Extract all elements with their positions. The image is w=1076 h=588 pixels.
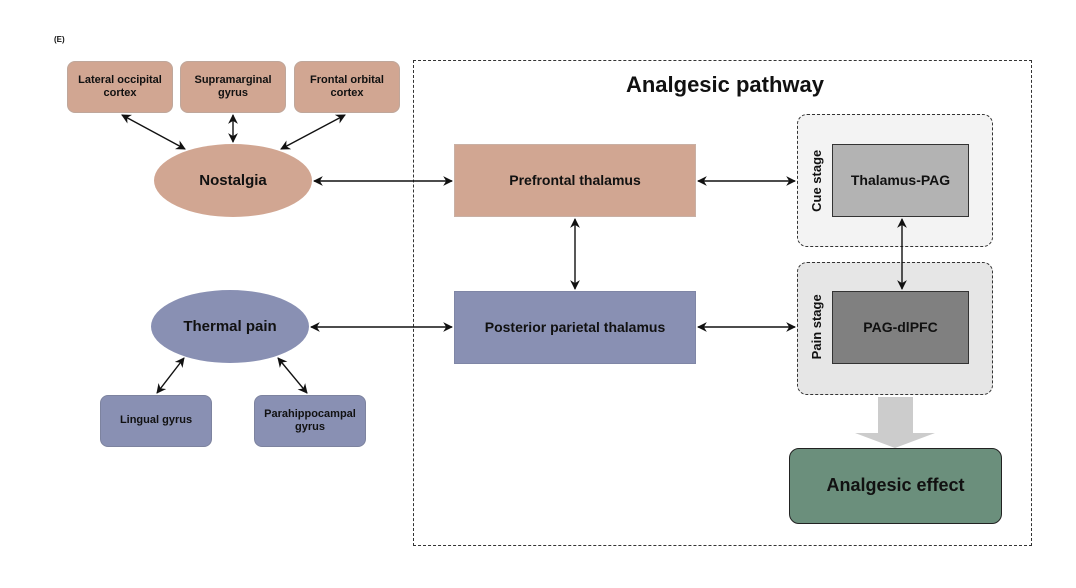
node-label: Lingual gyrus	[119, 414, 193, 427]
node-parahippocampal-gyrus: Parahippocampal gyrus	[254, 395, 366, 447]
node-pag-dlpfc: PAG-dlPFC	[832, 291, 969, 364]
node-supramarginal-gyrus: Supramarginal gyrus	[180, 61, 286, 113]
node-lingual-gyrus: Lingual gyrus	[100, 395, 212, 447]
node-nostalgia: Nostalgia	[154, 144, 312, 217]
node-label: Parahippocampal gyrus	[264, 407, 356, 433]
node-posterior-parietal-thalamus: Posterior parietal thalamus	[454, 291, 696, 364]
node-thermal-pain: Thermal pain	[151, 290, 309, 363]
node-label: PAG-dlPFC	[863, 319, 938, 336]
node-analgesic-effect: Analgesic effect	[789, 448, 1002, 524]
node-label: Analgesic effect	[826, 475, 965, 496]
node-frontal-orbital-cortex: Frontal orbital cortex	[294, 61, 400, 113]
analgesic-pathway-container	[413, 60, 1032, 546]
pathway-title: Analgesic pathway	[625, 72, 825, 97]
node-label: Prefrontal thalamus	[509, 172, 641, 189]
arrow-lateral-nostalgia	[121, 114, 186, 150]
flow-arrow-to-effect	[855, 397, 935, 448]
node-label: Posterior parietal thalamus	[484, 319, 666, 336]
arrow-thermal-parahippocampal	[277, 357, 308, 394]
node-label: Thermal pain	[183, 317, 277, 335]
node-label: Nostalgia	[199, 171, 267, 189]
node-thalamus-pag: Thalamus-PAG	[832, 144, 969, 217]
node-prefrontal-thalamus: Prefrontal thalamus	[454, 144, 696, 217]
arrow-frontal-nostalgia	[280, 114, 346, 150]
panel-label: (E)	[54, 35, 65, 44]
node-label: Thalamus-PAG	[850, 172, 951, 189]
node-label: Supramarginal gyrus	[194, 73, 272, 99]
node-label: Frontal orbital cortex	[310, 73, 384, 99]
arrow-thermal-lingual	[156, 357, 185, 394]
node-label: Lateral occipital cortex	[78, 73, 162, 99]
node-lateral-occipital-cortex: Lateral occipital cortex	[67, 61, 173, 113]
